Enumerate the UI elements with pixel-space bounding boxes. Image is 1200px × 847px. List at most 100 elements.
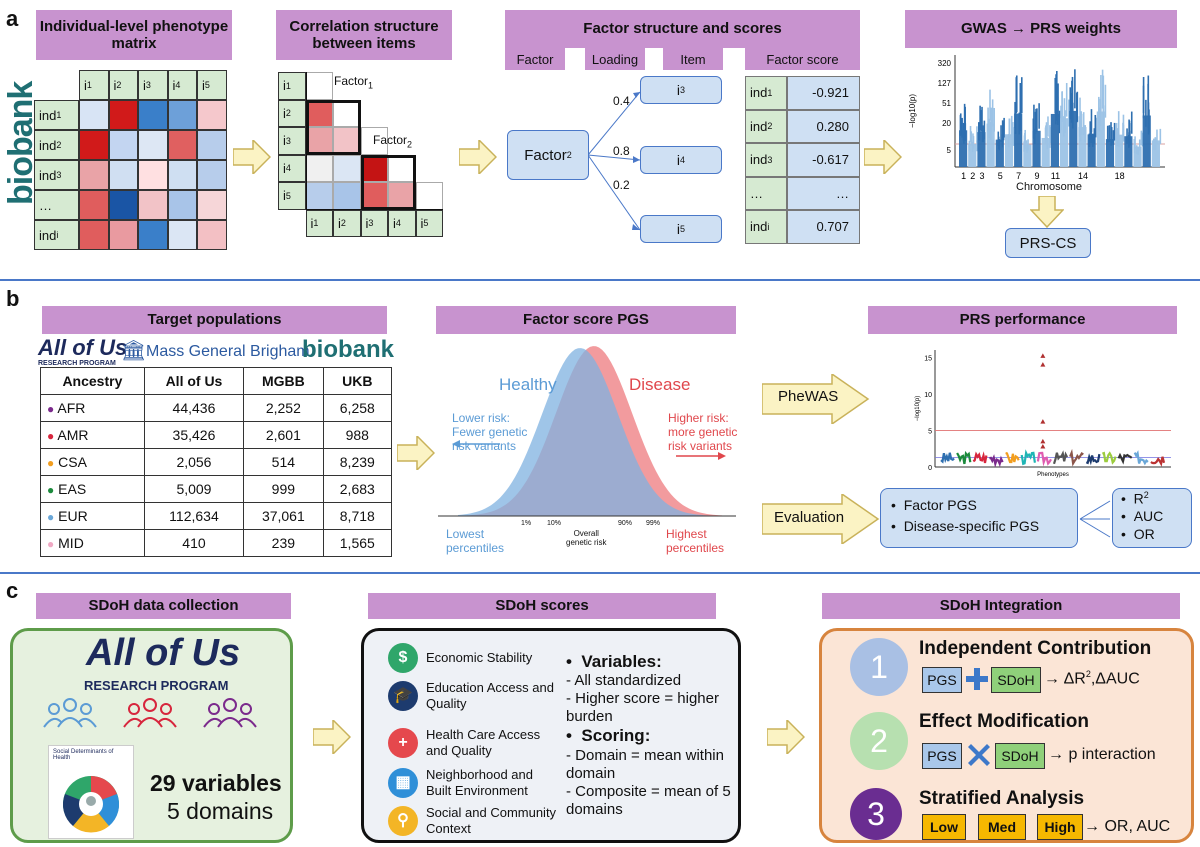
pgs-distribution-plot	[438, 338, 736, 560]
header-factor-score-pgs: Factor score PGS	[436, 306, 736, 334]
ukb-count: 988	[322, 421, 393, 449]
snp-point	[968, 140, 971, 152]
ukb-count: 2,683	[322, 475, 393, 503]
snp-point	[981, 106, 983, 131]
snp-point	[988, 118, 990, 139]
arrow-right-icon	[767, 720, 805, 754]
result-1: → ΔR2,ΔAUC	[1044, 669, 1140, 688]
snp-point	[1078, 116, 1081, 137]
snp-point	[1025, 140, 1028, 151]
sdoh-domain-label: Health Care Access and Quality	[426, 727, 541, 758]
sublabel-item: Item	[663, 48, 723, 70]
mgbb-count: 2,601	[243, 421, 324, 449]
snp-point	[1018, 112, 1021, 135]
ukb-count: 6,258	[322, 394, 393, 422]
variables-count: 29 variables	[150, 770, 282, 796]
phenotype-group	[940, 452, 955, 464]
arrow-right-icon	[233, 140, 271, 174]
ancestry-cell: ● CSA	[40, 448, 145, 476]
healthy-label: Healthy	[499, 375, 557, 394]
snp-point	[998, 139, 1000, 151]
sublabel-factor-score: Factor score	[745, 48, 860, 70]
sdoh-domain-label: Social and Community Context	[426, 805, 557, 836]
matrix-cell	[138, 190, 168, 220]
y-axis-label: −log10(p)	[908, 94, 917, 128]
sdoh-domain-icon: ▦	[388, 767, 418, 798]
snp-point	[1056, 89, 1058, 121]
chromosome-signal	[1124, 136, 1133, 167]
pgs-types-box: • Factor PGS • Disease-specific PGS	[880, 488, 1078, 548]
factor2-label: Factor2	[373, 133, 413, 150]
snp-point	[1104, 84, 1107, 118]
panel-c-letter: c	[6, 578, 19, 603]
matrix-cell	[79, 130, 109, 160]
factor2-outline	[360, 154, 416, 210]
step-title: Effect Modification	[919, 711, 1089, 732]
right-arrowhead	[718, 452, 726, 460]
sdoh-domain-item: 🎓 Education Access and Quality	[388, 680, 558, 711]
snp-point	[1033, 128, 1036, 145]
snp-point	[997, 131, 1000, 146]
matrix-cell	[79, 190, 109, 220]
result-3: → OR, AUC	[1084, 818, 1171, 835]
snp-point	[1060, 105, 1062, 131]
snp-point	[1088, 133, 1091, 147]
table-header: All of Us	[143, 367, 245, 395]
matrix-cell	[197, 160, 227, 190]
snp-point	[1141, 132, 1144, 147]
mgbb-count: 2,252	[243, 394, 324, 422]
snp-point	[990, 107, 992, 132]
snp-point	[1133, 143, 1136, 154]
matrix-cell	[197, 100, 227, 130]
ancestry-dot-icon: ●	[47, 537, 55, 551]
snp-point	[1038, 103, 1040, 129]
snp-point	[1159, 128, 1162, 145]
step-number-1: 1	[850, 638, 908, 696]
sdoh-wheel-icon	[62, 776, 120, 833]
snp-point	[1108, 125, 1111, 142]
snp-point	[980, 110, 982, 133]
sdoh-infographic-title: Social Determinants of Health	[53, 749, 114, 761]
chromosome-signal	[1105, 139, 1115, 167]
pgs-box: PGS	[922, 667, 962, 693]
sdoh-box: SDoH	[995, 743, 1045, 769]
chromosome-signal	[1069, 110, 1078, 167]
x-tick: 7	[1016, 171, 1021, 181]
sdoh-domain-icon: ⚲	[388, 805, 418, 836]
factor1-outline	[305, 99, 361, 155]
loading-label: 0.8	[613, 144, 630, 158]
loading-label: 0.4	[613, 94, 630, 108]
header-prs-performance: PRS performance	[868, 306, 1177, 334]
table-row: ● EUR 112,634 37,061 8,718	[40, 502, 393, 530]
pct-99: 99%	[646, 520, 661, 527]
snp-point	[983, 120, 986, 140]
sdoh-domain-label: Neighborhood and Built Environment	[426, 767, 533, 798]
metric-arrows	[1079, 500, 1111, 538]
score-ind-label: …	[745, 176, 787, 210]
chromosome-signal	[1133, 146, 1142, 167]
snp-point	[1058, 110, 1061, 134]
aou-count: 44,436	[143, 394, 245, 422]
step-title: Stratified Analysis	[919, 788, 1085, 809]
matrix-cell	[79, 100, 109, 130]
snp-point	[1135, 145, 1138, 154]
snp-point	[971, 141, 974, 152]
chromosome-signal	[1078, 127, 1087, 167]
corr-cell	[305, 72, 333, 100]
ancestry-dot-icon: ●	[47, 402, 55, 416]
chromosome-signal	[1115, 134, 1124, 167]
header-phenotype-matrix: Individual-level phenotype matrix	[36, 10, 232, 60]
pgs-box: PGS	[922, 743, 962, 769]
snp-point	[1047, 116, 1049, 137]
panel-a-letter: a	[6, 6, 19, 31]
snp-point	[1138, 139, 1141, 151]
corr-cell	[388, 182, 416, 210]
scoring-line: - Composite = mean of 5 domains	[566, 782, 731, 818]
phenotype-group	[1101, 451, 1117, 465]
snp-point	[1094, 117, 1097, 138]
